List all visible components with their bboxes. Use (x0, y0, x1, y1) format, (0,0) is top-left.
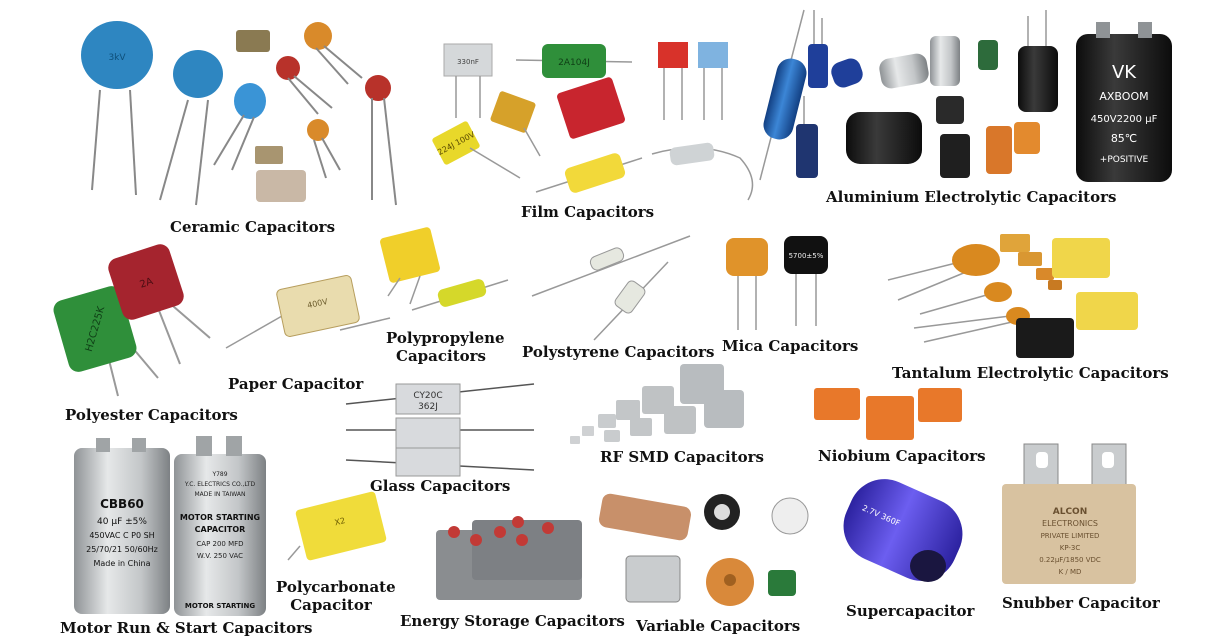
label-ceramic-capacitors: Ceramic Capacitors (170, 218, 336, 236)
svg-text:CY20C: CY20C (413, 391, 442, 401)
label-polycarbonate-line-1: Polycarbonate (276, 578, 396, 596)
supercapacitor-group: 2.7V 360F (843, 479, 963, 582)
label-motor-run-start-capacitors: Motor Run & Start Capacitors (60, 619, 313, 637)
svg-text:5700±5%: 5700±5% (789, 252, 824, 260)
svg-text:Y.C. ELECTRICS CO.,LTD: Y.C. ELECTRICS CO.,LTD (184, 481, 256, 488)
mica-capacitors-group: 5700±5% (726, 236, 828, 330)
niobium-capacitors-group (814, 388, 962, 440)
svg-text:2A104J: 2A104J (558, 58, 590, 68)
label-polyester-capacitors: Polyester Capacitors (65, 406, 238, 424)
label-glass-capacitors: Glass Capacitors (370, 477, 511, 495)
svg-text:K / MD: K / MD (1059, 568, 1082, 576)
label-polystyrene-capacitors: Polystyrene Capacitors (522, 343, 715, 361)
label-energy-storage-capacitors: Energy Storage Capacitors (400, 612, 625, 630)
svg-text:ELECTRONICS: ELECTRONICS (1042, 519, 1098, 528)
paper-capacitor-group: 400V (225, 275, 391, 349)
energy-storage-capacitors-group (436, 516, 582, 600)
label-polycarbonate-capacitor: Polycarbonate Capacitor (276, 578, 396, 614)
svg-text:X2: X2 (334, 516, 346, 527)
label-tantalum-electrolytic-capacitors: Tantalum Electrolytic Capacitors (892, 364, 1169, 382)
label-paper-capacitor: Paper Capacitor (228, 375, 364, 393)
label-polypropylene-capacitors: Polypropylene Capacitors (386, 329, 505, 365)
svg-text:PRIVATE LIMITED: PRIVATE LIMITED (1041, 532, 1100, 540)
label-polypropylene-line-1: Polypropylene (386, 329, 505, 347)
ceramic-capacitors-group: 3kV (81, 21, 397, 206)
svg-text:W.V. 250 VAC: W.V. 250 VAC (197, 552, 243, 560)
svg-text:362J: 362J (418, 402, 438, 412)
svg-text:450V2200 μF: 450V2200 μF (1091, 114, 1158, 125)
svg-text:VK: VK (1112, 62, 1137, 83)
svg-text:MOTOR STARTING: MOTOR STARTING (185, 602, 255, 610)
film-capacitors-group: 330nF 2A104J 224J 100V (432, 42, 754, 201)
svg-text:0.22μF/1850 VDC: 0.22μF/1850 VDC (1039, 556, 1101, 564)
svg-text:40 μF ±5%: 40 μF ±5% (97, 517, 147, 527)
label-variable-capacitors: Variable Capacitors (636, 617, 801, 635)
svg-text:CBB60: CBB60 (100, 497, 144, 511)
svg-text:Y789: Y789 (211, 471, 227, 478)
aluminium-electrolytic-capacitors-group: VK AXBOOM 450V2200 μF 85℃ +POSITIVE (759, 9, 1172, 182)
svg-text:CAPACITOR: CAPACITOR (195, 525, 246, 534)
label-aluminium-electrolytic-capacitors: Aluminium Electrolytic Capacitors (826, 188, 1117, 206)
svg-text:+POSITIVE: +POSITIVE (1100, 155, 1149, 165)
svg-text:ALCON: ALCON (1053, 507, 1088, 517)
snubber-capacitor-group: ALCON ELECTRONICS PRIVATE LIMITED KP-3C … (1002, 443, 1136, 584)
svg-text:MADE IN TAIWAN: MADE IN TAIWAN (194, 491, 245, 498)
svg-text:85℃: 85℃ (1111, 132, 1137, 145)
svg-text:CAP 200 MFD: CAP 200 MFD (196, 540, 243, 548)
svg-text:400V: 400V (306, 297, 329, 310)
label-polycarbonate-line-2: Capacitor (290, 596, 372, 614)
svg-text:330nF: 330nF (457, 58, 479, 66)
rf-smd-capacitors-group (570, 364, 744, 444)
svg-text:KP-3C: KP-3C (1060, 544, 1081, 552)
svg-text:3kV: 3kV (108, 53, 126, 63)
svg-text:MOTOR STARTING: MOTOR STARTING (180, 513, 260, 522)
glass-capacitors-group: CY20C 362J (345, 383, 535, 477)
label-snubber-capacitor: Snubber Capacitor (1002, 594, 1160, 612)
svg-text:450VAC C P0 SH: 450VAC C P0 SH (89, 531, 154, 540)
motor-run-start-capacitors-group: CBB60 40 μF ±5% 450VAC C P0 SH 25/70/21 … (74, 436, 266, 616)
label-supercapacitor: Supercapacitor (846, 602, 975, 620)
label-polypropylene-line-2: Capacitors (396, 347, 486, 365)
label-mica-capacitors: Mica Capacitors (722, 337, 859, 355)
variable-capacitors-group (598, 493, 809, 606)
label-rf-smd-capacitors: RF SMD Capacitors (600, 448, 764, 466)
tantalum-electrolytic-capacitors-group (887, 234, 1138, 358)
polyester-capacitors-group: H2C225K 2A (53, 244, 211, 397)
label-niobium-capacitors: Niobium Capacitors (818, 447, 986, 465)
svg-text:Made in China: Made in China (93, 559, 150, 568)
polycarbonate-capacitor-group: X2 (287, 491, 387, 561)
svg-text:25/70/21 50/60Hz: 25/70/21 50/60Hz (86, 545, 158, 554)
polystyrene-capacitors-group (531, 235, 691, 341)
svg-text:2A: 2A (138, 276, 154, 291)
label-film-capacitors: Film Capacitors (521, 203, 655, 221)
svg-text:AXBOOM: AXBOOM (1099, 90, 1148, 103)
polypropylene-capacitors-group (380, 227, 509, 311)
